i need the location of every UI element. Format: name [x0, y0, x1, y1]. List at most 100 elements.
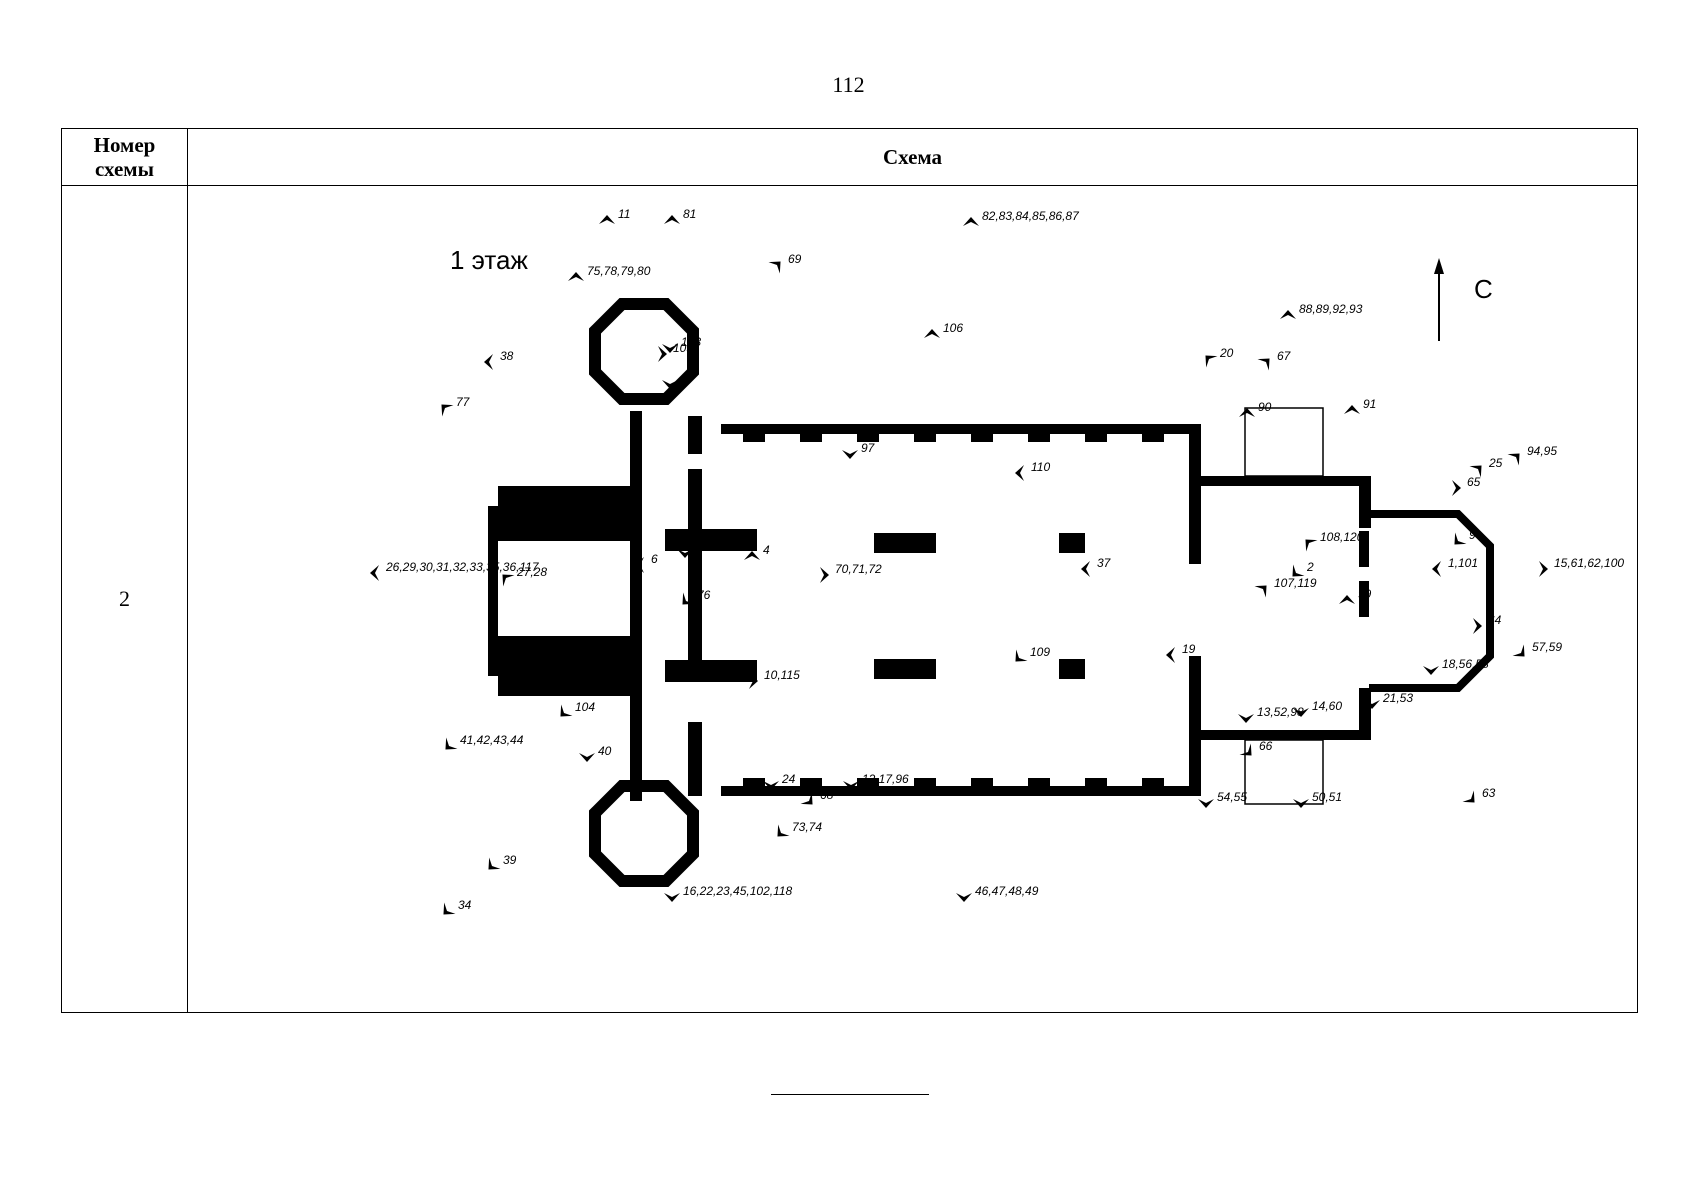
- photo-point-label: 116: [696, 540, 715, 554]
- header-scheme: Схема: [187, 128, 1638, 186]
- photo-point-label: 20: [1219, 346, 1234, 360]
- table-header-row: Номер схемы Схема: [61, 128, 1638, 186]
- view-direction-icon: [1199, 349, 1218, 368]
- view-direction-icon: [1257, 352, 1276, 371]
- photo-point: 97: [842, 441, 876, 459]
- photo-point: 104: [554, 700, 595, 723]
- photo-point-label: 68: [820, 788, 834, 802]
- view-direction-icon: [437, 902, 456, 921]
- photo-point-label: 38: [500, 349, 514, 363]
- photo-point: 69: [768, 252, 802, 274]
- view-direction-icon: [771, 824, 790, 843]
- view-direction-icon: [1473, 618, 1482, 634]
- view-direction-icon: [1081, 561, 1090, 577]
- table-row: 2 1 этаж С: [61, 185, 1638, 1013]
- photo-point: 15,61,62,100: [1539, 556, 1624, 577]
- photo-point-label: 13,52,98: [1257, 705, 1304, 719]
- photo-point: 5: [662, 371, 688, 389]
- apse: [1369, 510, 1494, 692]
- photo-point: 63: [1462, 786, 1496, 809]
- photo-point-label: 40: [598, 744, 612, 758]
- photo-point-label: 46,47,48,49: [975, 884, 1039, 898]
- photo-point-label: 39: [503, 853, 517, 867]
- nave-north-piers: [743, 432, 1164, 442]
- pier: [688, 416, 702, 454]
- photo-point: 99: [1339, 587, 1372, 604]
- photo-point-label: 69: [788, 252, 802, 266]
- photo-point: 76: [676, 588, 711, 611]
- porch-block-north: [498, 486, 640, 541]
- view-direction-icon: [820, 567, 829, 583]
- photo-point-label: 76: [697, 588, 711, 602]
- photo-point: 110: [1015, 460, 1050, 481]
- photo-point: 57,59: [1512, 640, 1562, 663]
- north-arrow-icon: [1434, 258, 1444, 341]
- photo-point-label: 12,17,96: [862, 772, 909, 786]
- column: [874, 659, 936, 679]
- photo-point-label: 82,83,84,85,86,87: [982, 209, 1080, 223]
- view-direction-icon: [370, 565, 379, 581]
- north-label: С: [1474, 274, 1493, 304]
- view-direction-icon: [554, 704, 573, 723]
- photo-point-label: 77: [456, 395, 471, 409]
- photo-point: 10,115: [749, 668, 800, 689]
- footnote-separator: [771, 1094, 929, 1095]
- photo-point-label: 105: [673, 341, 693, 355]
- altar-screen: [1359, 581, 1369, 617]
- photo-point: 107,119: [1254, 576, 1317, 598]
- photo-point: 90: [1239, 400, 1272, 417]
- view-direction-icon: [1239, 743, 1258, 762]
- view-direction-icon: [439, 737, 458, 756]
- pier-arm: [665, 529, 757, 551]
- photo-point-label: 106: [943, 321, 963, 335]
- view-direction-icon: [1448, 532, 1467, 551]
- photo-point-label: 103: [681, 335, 701, 349]
- photo-point: 40: [579, 744, 612, 762]
- photo-point-label: 63: [1482, 786, 1496, 800]
- view-direction-icon: [1452, 480, 1461, 496]
- view-direction-icon: [484, 354, 493, 370]
- photo-point-label: 88,89,92,93: [1299, 302, 1363, 316]
- photo-point-label: 64: [1488, 613, 1502, 627]
- photo-point-label: 50,51: [1312, 790, 1342, 804]
- photo-point-label: 104: [575, 700, 595, 714]
- photo-point: 19: [1166, 642, 1196, 663]
- view-direction-icon: [1198, 799, 1214, 808]
- photo-point-label: 34: [458, 898, 472, 912]
- view-direction-icon: [482, 857, 501, 876]
- view-direction-icon: [1238, 714, 1254, 723]
- photo-point-label: 70,71,72: [835, 562, 882, 576]
- pier: [688, 469, 702, 669]
- photo-point-label: 66: [1259, 739, 1273, 753]
- photo-point-label: 5: [681, 371, 688, 385]
- photo-point: 66: [1239, 739, 1273, 762]
- view-direction-icon: [1462, 790, 1481, 809]
- photo-point-label: 81: [683, 207, 696, 221]
- photo-point: 1,101: [1432, 556, 1478, 577]
- photo-point-label: 15,61,62,100: [1554, 556, 1624, 570]
- photo-point-label: 67: [1277, 349, 1292, 363]
- photo-point-label: 10,115: [764, 668, 800, 682]
- north-tower: [589, 298, 699, 405]
- view-direction-icon: [1280, 310, 1296, 319]
- porch-west-edge: [488, 506, 498, 676]
- photo-point-label: 21,53: [1382, 691, 1413, 705]
- view-direction-icon: [1507, 447, 1526, 466]
- view-direction-icon: [658, 346, 667, 362]
- nave-east-wall-north: [1189, 424, 1201, 564]
- view-direction-icon: [924, 329, 940, 338]
- photo-point-label: 24: [781, 772, 796, 786]
- photo-point-label: 54,55: [1217, 790, 1247, 804]
- photo-point: 109: [1009, 645, 1050, 668]
- photo-point: 18,56,58: [1423, 657, 1489, 675]
- nave-south-piers: [743, 778, 1164, 788]
- photo-point-label: 19: [1182, 642, 1196, 656]
- altar-screen: [1359, 531, 1369, 567]
- photo-point-label: 91: [1363, 397, 1376, 411]
- view-direction-icon: [664, 215, 680, 224]
- nave-south-wall: [721, 786, 1199, 796]
- photo-point-label: 90: [1258, 400, 1272, 414]
- photo-point: 50,51: [1293, 790, 1342, 808]
- photo-point: 6: [635, 552, 658, 573]
- view-direction-icon: [579, 753, 595, 762]
